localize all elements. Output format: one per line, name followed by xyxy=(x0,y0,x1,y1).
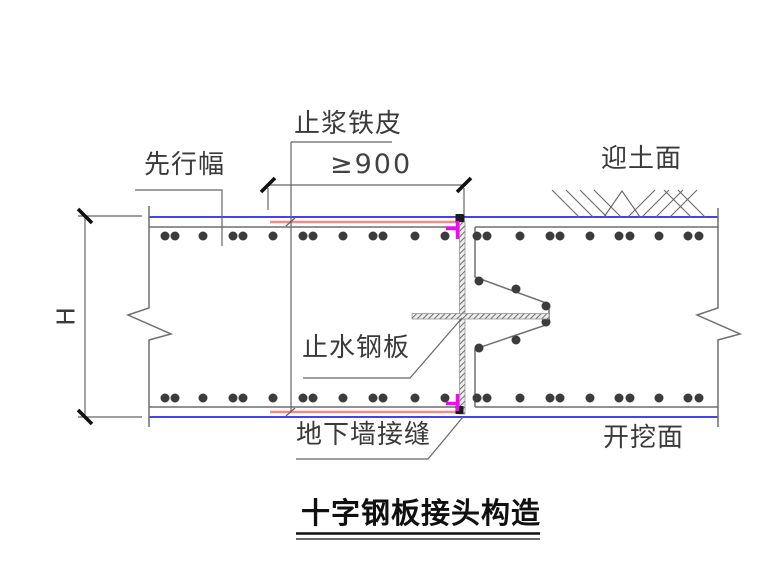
label-grout-stop-sheet: 止浆铁皮 xyxy=(294,109,403,139)
rebar-dots-right-top xyxy=(472,231,704,241)
leader-wall-joint xyxy=(296,416,464,460)
rebar-dots-left-top xyxy=(160,231,450,241)
rebar-dots-notch xyxy=(474,276,551,353)
dim-tick xyxy=(455,176,473,194)
joint-markers xyxy=(446,221,460,411)
dimension-H xyxy=(76,207,142,426)
drawing-title: 十字钢板接头构造 xyxy=(301,496,542,530)
joint-bottom-anchor xyxy=(455,406,464,414)
joint-top-anchor xyxy=(455,214,465,222)
grout-stop-sheet-lines xyxy=(270,220,459,414)
dimension-900 xyxy=(259,176,473,215)
right-break-line xyxy=(694,208,743,427)
left-break-line xyxy=(125,206,174,427)
title-underline xyxy=(296,532,540,540)
dim-tick xyxy=(76,408,94,426)
wall-face-lines xyxy=(149,216,718,418)
leader-arrow xyxy=(285,407,296,417)
rebar-dots-left-bottom xyxy=(160,393,450,403)
dim-tick xyxy=(76,207,94,225)
rebar-dots-right-bottom xyxy=(472,393,704,403)
dim-tick xyxy=(259,176,277,194)
label-dimension-900: ≥900 xyxy=(330,149,413,180)
label-underground-wall-joint: 地下墙接缝 xyxy=(296,420,432,450)
leader-water-stop-plate xyxy=(303,317,463,379)
soil-face-hatch xyxy=(551,189,706,218)
label-wall-height: H xyxy=(51,307,81,326)
water-stop-plate-horizontal xyxy=(411,313,550,320)
label-water-stop-steel-plate: 止水钢板 xyxy=(302,333,411,363)
leader-arrow xyxy=(285,217,296,227)
label-leading-panel: 先行幅 xyxy=(144,150,226,180)
leader-grout-stop-sheet xyxy=(285,141,392,417)
left-panel-outline xyxy=(125,206,460,427)
label-excavation-face: 开挖面 xyxy=(603,423,685,453)
label-soil-facing-side: 迎土面 xyxy=(601,144,683,174)
leader-leading-panel xyxy=(135,189,223,246)
